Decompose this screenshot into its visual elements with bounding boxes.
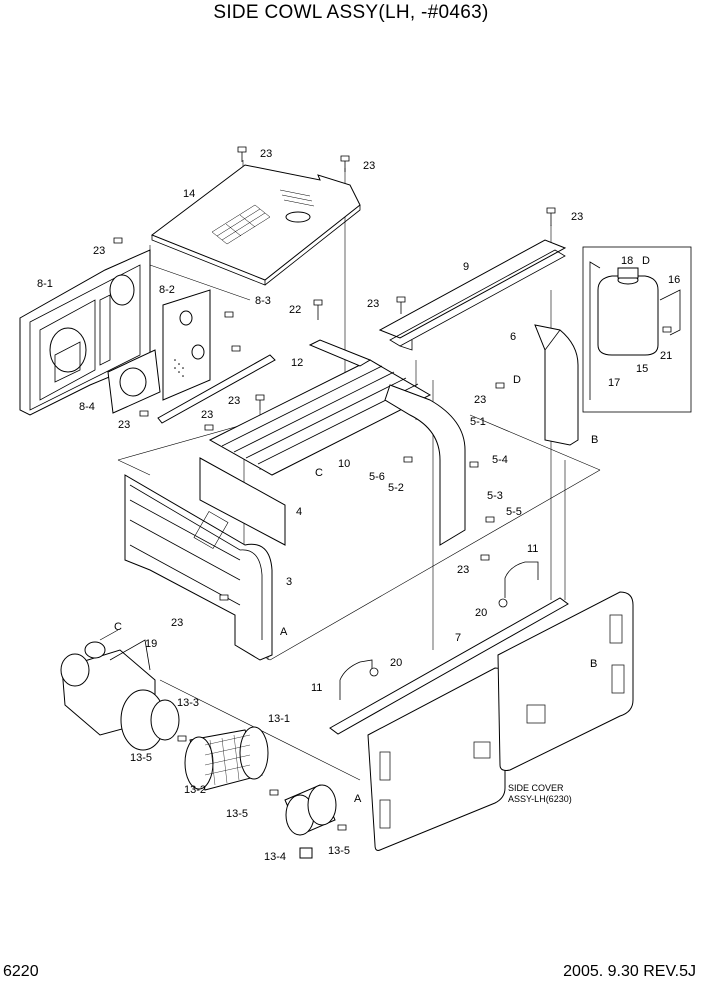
revision-stamp: 2005. 9.30 REV.5J — [563, 963, 696, 980]
label-8-3: 8-3 — [255, 295, 271, 307]
label-23: 23 — [171, 617, 183, 629]
label-13-2: 13-2 — [184, 784, 206, 796]
label-13-5: 13-5 — [226, 808, 248, 820]
top-cover-plate — [150, 164, 361, 286]
label-23: 23 — [228, 395, 240, 407]
label-17: 17 — [608, 377, 620, 389]
side-cover-note-line2: ASSY-LH(6230) — [508, 794, 572, 804]
part-labels: 14 23 23 23 23 9 18 D 16 8-1 8-2 8-3 22 … — [37, 148, 680, 863]
front-plate — [199, 457, 286, 546]
label-3: 3 — [286, 576, 292, 588]
bolts — [113, 146, 672, 831]
arch-member — [384, 384, 466, 546]
air-cleaner — [60, 639, 337, 859]
label-23: 23 — [474, 394, 486, 406]
label-22: 22 — [289, 304, 301, 316]
label-23: 23 — [571, 211, 583, 223]
label-23: 23 — [367, 298, 379, 310]
label-4: 4 — [296, 506, 302, 518]
label-23: 23 — [260, 148, 272, 160]
inner-panel — [162, 289, 211, 401]
label-18: 18 — [621, 255, 633, 267]
label-A: A — [354, 793, 362, 805]
side-bracket — [534, 324, 579, 446]
label-C: C — [114, 621, 122, 633]
label-5-4: 5-4 — [492, 454, 508, 466]
label-D: D — [642, 255, 650, 267]
label-23: 23 — [93, 245, 105, 257]
page-title: SIDE COWL ASSY(LH, -#0463) — [213, 2, 489, 23]
label-A: A — [280, 626, 288, 638]
label-5-6: 5-6 — [369, 471, 385, 483]
label-11: 11 — [527, 543, 538, 555]
label-5-3: 5-3 — [487, 490, 503, 502]
upper-bar — [378, 239, 567, 351]
label-13-5: 13-5 — [328, 845, 350, 857]
label-5-5: 5-5 — [506, 506, 522, 518]
side-cover-note-line1: SIDE COVER — [508, 783, 564, 793]
label-13-3: 13-3 — [177, 697, 199, 709]
label-10: 10 — [338, 458, 350, 470]
label-23: 23 — [363, 160, 375, 172]
label-11: 11 — [311, 682, 322, 694]
lower-rail — [329, 597, 569, 735]
grille-assembly — [208, 339, 432, 476]
label-12: 12 — [291, 357, 303, 369]
label-5-1: 5-1 — [470, 416, 486, 428]
label-20: 20 — [475, 607, 487, 619]
gasket-plate — [107, 349, 161, 414]
label-C: C — [315, 467, 323, 479]
label-B: B — [590, 658, 597, 670]
label-B: B — [591, 434, 598, 446]
label-13-1: 13-1 — [268, 713, 290, 725]
label-23: 23 — [201, 409, 213, 421]
label-8-1: 8-1 — [37, 278, 53, 290]
label-8-4: 8-4 — [79, 401, 95, 413]
page-number: 6220 — [3, 963, 39, 980]
reservoir-tank-box — [582, 246, 692, 413]
label-19: 19 — [145, 638, 157, 650]
main-frame — [124, 474, 273, 661]
label-23: 23 — [118, 419, 130, 431]
label-14: 14 — [183, 188, 195, 200]
label-13-5: 13-5 — [130, 752, 152, 764]
label-20: 20 — [390, 657, 402, 669]
side-cover-right — [497, 591, 634, 771]
label-5-2: 5-2 — [388, 482, 404, 494]
label-D: D — [513, 374, 521, 386]
label-23: 23 — [457, 564, 469, 576]
label-7: 7 — [455, 632, 461, 644]
label-16: 16 — [668, 274, 680, 286]
rail — [157, 354, 276, 424]
side-frame — [19, 249, 151, 416]
label-15: 15 — [636, 363, 648, 375]
label-13-4: 13-4 — [264, 851, 286, 863]
label-9: 9 — [463, 261, 469, 273]
label-6: 6 — [510, 331, 516, 343]
label-8-2: 8-2 — [159, 284, 175, 296]
label-21: 21 — [660, 350, 672, 362]
handles — [339, 561, 539, 700]
